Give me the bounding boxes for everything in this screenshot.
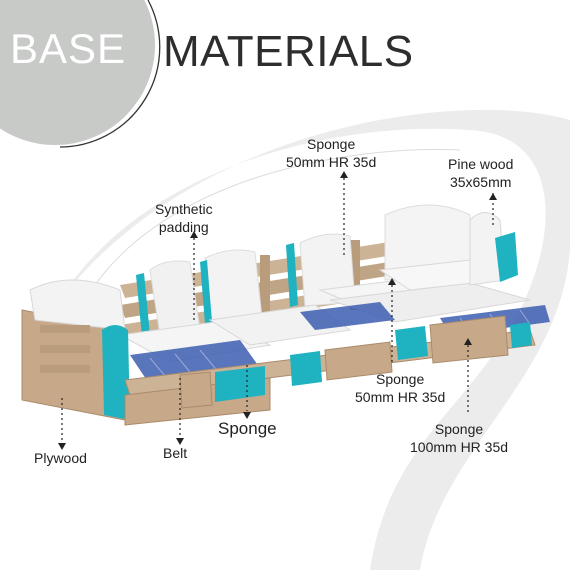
label-synthetic-padding: Synthetic padding [155, 200, 213, 236]
title-materials: MATERIALS [163, 30, 414, 74]
label-belt: Belt [163, 444, 187, 462]
label-sponge-bottom: Sponge 100mm HR 35d [410, 420, 508, 456]
corner-circle [0, 0, 155, 145]
label-sponge-top: Sponge 50mm HR 35d [286, 135, 376, 171]
label-sponge-mid: Sponge 50mm HR 35d [355, 370, 445, 406]
left-armrest [22, 280, 130, 420]
label-plywood: Plywood [34, 449, 87, 467]
title-base: BASE [10, 28, 126, 70]
label-sponge-front: Sponge [218, 420, 277, 438]
label-pine-wood: Pine wood 35x65mm [448, 155, 513, 191]
right-armrest [470, 213, 518, 286]
